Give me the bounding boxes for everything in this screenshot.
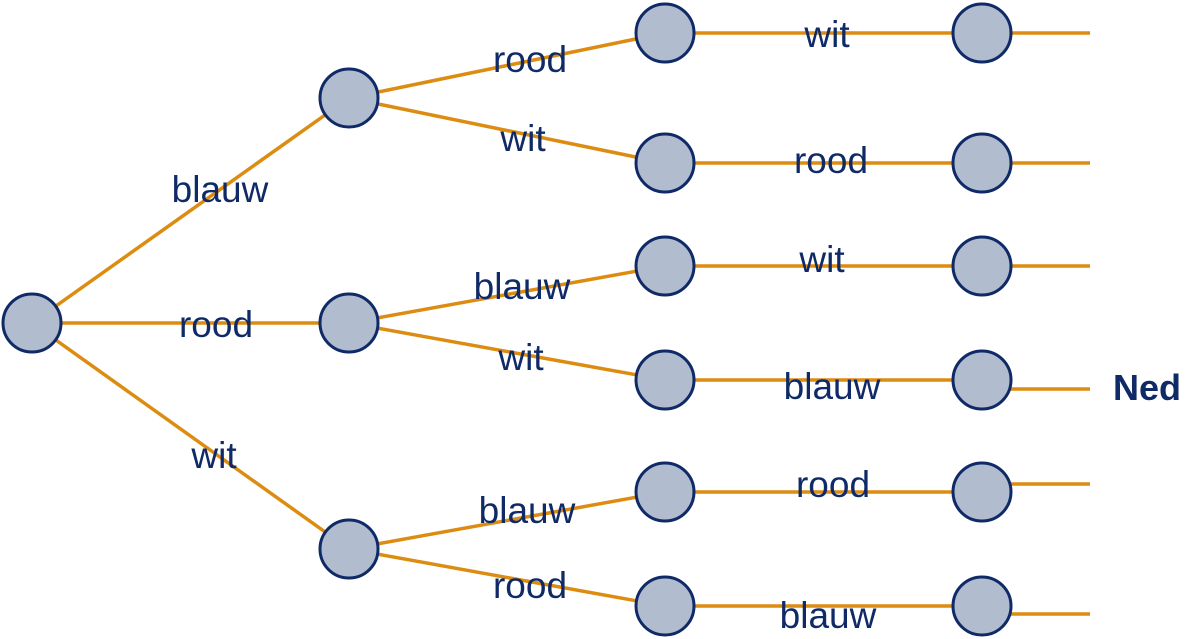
label-level3-2: rood bbox=[794, 140, 868, 181]
label-level2-6: rood bbox=[493, 565, 567, 606]
label-level3-1: wit bbox=[803, 14, 850, 55]
label-level3-5: rood bbox=[796, 464, 870, 505]
node-level3-6 bbox=[951, 575, 1013, 637]
node-level2-2 bbox=[634, 132, 696, 194]
edge-rood-blauw bbox=[348, 264, 666, 325]
result-label: Ned bbox=[1113, 367, 1181, 408]
label-level2-2: wit bbox=[499, 118, 546, 159]
edge-wit-rood bbox=[348, 547, 666, 608]
node-level2-1 bbox=[634, 2, 696, 64]
label-level2-1: rood bbox=[493, 39, 567, 80]
label-level2-3: blauw bbox=[474, 266, 571, 307]
label-level2-4: wit bbox=[497, 337, 544, 378]
edge-rood-wit bbox=[348, 321, 666, 382]
edge-blauw-wit bbox=[348, 96, 666, 165]
node-level3-3 bbox=[951, 235, 1013, 297]
label-level3-6: blauw bbox=[780, 595, 877, 636]
edge-blauw-rood bbox=[348, 31, 666, 100]
node-level2-5 bbox=[634, 461, 696, 523]
node-level3-4 bbox=[951, 349, 1013, 411]
label-level3-3: wit bbox=[798, 239, 845, 280]
node-level1-wit bbox=[318, 518, 380, 580]
root-node bbox=[1, 292, 63, 354]
node-level3-1 bbox=[951, 2, 1013, 64]
label-level1-blauw: blauw bbox=[172, 169, 269, 210]
label-level2-5: blauw bbox=[479, 490, 576, 531]
node-level2-6 bbox=[634, 575, 696, 637]
node-level2-4 bbox=[634, 349, 696, 411]
node-level3-2 bbox=[951, 132, 1013, 194]
label-level1-rood: rood bbox=[179, 304, 253, 345]
edge-root-blauw bbox=[30, 96, 351, 325]
edge-root-wit bbox=[30, 321, 351, 551]
node-level1-rood bbox=[318, 292, 380, 354]
label-level1-wit: wit bbox=[190, 435, 237, 476]
node-level3-5 bbox=[951, 461, 1013, 523]
node-level2-3 bbox=[634, 235, 696, 297]
label-level3-4: blauw bbox=[784, 366, 881, 407]
node-level1-blauw bbox=[318, 67, 380, 129]
edge-wit-blauw bbox=[348, 490, 666, 551]
